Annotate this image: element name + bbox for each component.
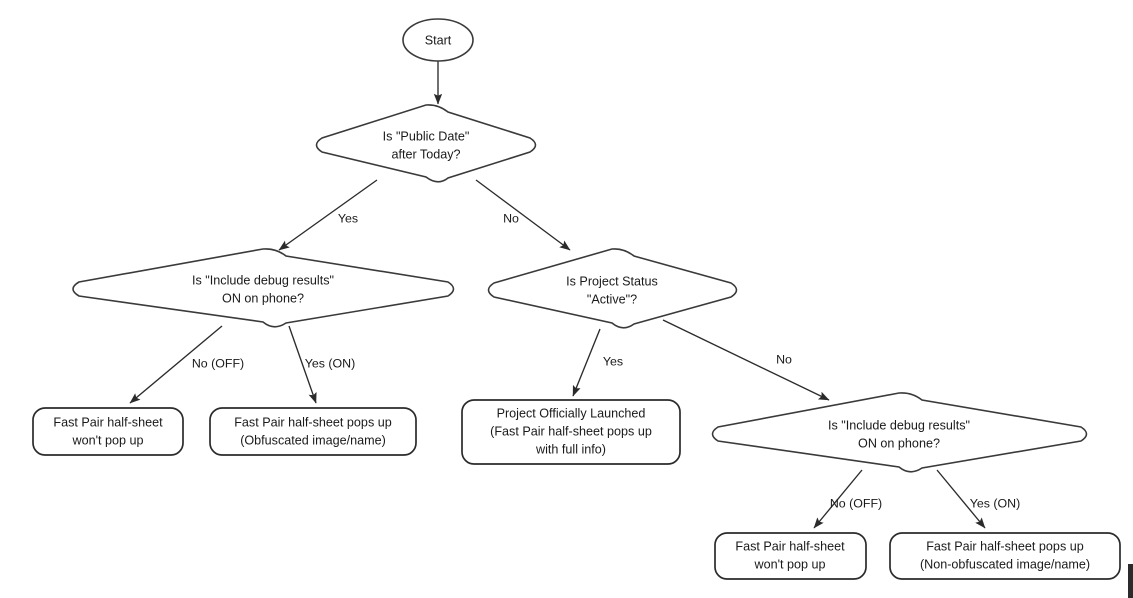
- edge-label-debug-right-on: Yes (ON): [970, 496, 1021, 510]
- debug-left-line1: Is "Include debug results": [192, 273, 334, 287]
- edge-debug-right-on: [936, 469, 986, 529]
- edge-public-date-yes: [278, 179, 378, 251]
- edge-project-status-no: [662, 319, 830, 401]
- term-right-on-line1: Fast Pair half-sheet pops up: [926, 539, 1084, 553]
- edge-debug-right-off: [813, 469, 863, 529]
- edge-label-debug-left-on: Yes (ON): [305, 356, 356, 370]
- edge-project-status-yes: [572, 328, 601, 397]
- node-debug-right-decision[interactable]: Is "Include debug results" ON on phone?: [711, 392, 1088, 473]
- edge-label-project-status-yes: Yes: [603, 354, 623, 368]
- term-right-on-box: [889, 532, 1121, 580]
- term-launched-line1: Project Officially Launched: [497, 406, 646, 420]
- edge-label-public-date-no: No: [503, 211, 519, 225]
- node-start[interactable]: Start: [402, 18, 474, 62]
- edge-artifact-mark: [1128, 564, 1133, 598]
- node-project-status-decision[interactable]: Is Project Status "Active"?: [487, 248, 738, 329]
- project-status-line2: "Active"?: [587, 292, 637, 306]
- public-date-line1: Is "Public Date": [383, 129, 470, 143]
- term-left-off-line1: Fast Pair half-sheet: [53, 415, 163, 429]
- edge-label-project-status-no: No: [776, 352, 792, 366]
- node-term-left-off[interactable]: Fast Pair half-sheet won't pop up: [32, 407, 184, 456]
- term-launched-line2: (Fast Pair half-sheet pops up: [490, 424, 652, 438]
- debug-left-diamond: [72, 248, 455, 328]
- debug-right-diamond: [711, 392, 1088, 473]
- node-term-left-on[interactable]: Fast Pair half-sheet pops up (Obfuscated…: [209, 407, 417, 456]
- term-launched-box: [461, 399, 681, 465]
- debug-right-line2: ON on phone?: [858, 436, 940, 450]
- edge-label-debug-left-off: No (OFF): [192, 356, 244, 370]
- term-right-off-line1: Fast Pair half-sheet: [735, 539, 845, 553]
- term-left-on-line2: (Obfuscated image/name): [240, 433, 386, 447]
- node-term-launched[interactable]: Project Officially Launched (Fast Pair h…: [461, 399, 681, 465]
- edge-public-date-no: [475, 179, 571, 251]
- node-term-right-off[interactable]: Fast Pair half-sheet won't pop up: [714, 532, 867, 580]
- edge-label-debug-right-off: No (OFF): [830, 496, 882, 510]
- start-label: Start: [425, 33, 452, 47]
- project-status-line1: Is Project Status: [566, 274, 658, 288]
- edge-debug-left-off: [129, 325, 223, 404]
- public-date-diamond: [315, 104, 537, 183]
- node-term-right-on[interactable]: Fast Pair half-sheet pops up (Non-obfusc…: [889, 532, 1121, 580]
- project-status-diamond: [487, 248, 738, 329]
- term-right-on-line2: (Non-obfuscated image/name): [920, 557, 1090, 571]
- edges-layer: [129, 61, 986, 529]
- start-ellipse: [402, 18, 474, 62]
- edge-labels-layer: Yes No No (OFF) Yes (ON) Yes No No (OFF)…: [192, 211, 1020, 510]
- public-date-line2: after Today?: [391, 147, 460, 161]
- term-left-on-line1: Fast Pair half-sheet pops up: [234, 415, 392, 429]
- term-launched-line3: with full info): [535, 442, 606, 456]
- term-left-off-box: [32, 407, 184, 456]
- debug-left-line2: ON on phone?: [222, 291, 304, 305]
- edge-label-public-date-yes: Yes: [338, 211, 358, 225]
- debug-right-line1: Is "Include debug results": [828, 418, 970, 432]
- term-left-on-box: [209, 407, 417, 456]
- node-public-date-decision[interactable]: Is "Public Date" after Today?: [315, 104, 537, 183]
- term-right-off-box: [714, 532, 867, 580]
- term-left-off-line2: won't pop up: [71, 433, 143, 447]
- term-right-off-line2: won't pop up: [753, 557, 825, 571]
- node-debug-left-decision[interactable]: Is "Include debug results" ON on phone?: [72, 248, 455, 328]
- edge-debug-left-on: [288, 325, 317, 404]
